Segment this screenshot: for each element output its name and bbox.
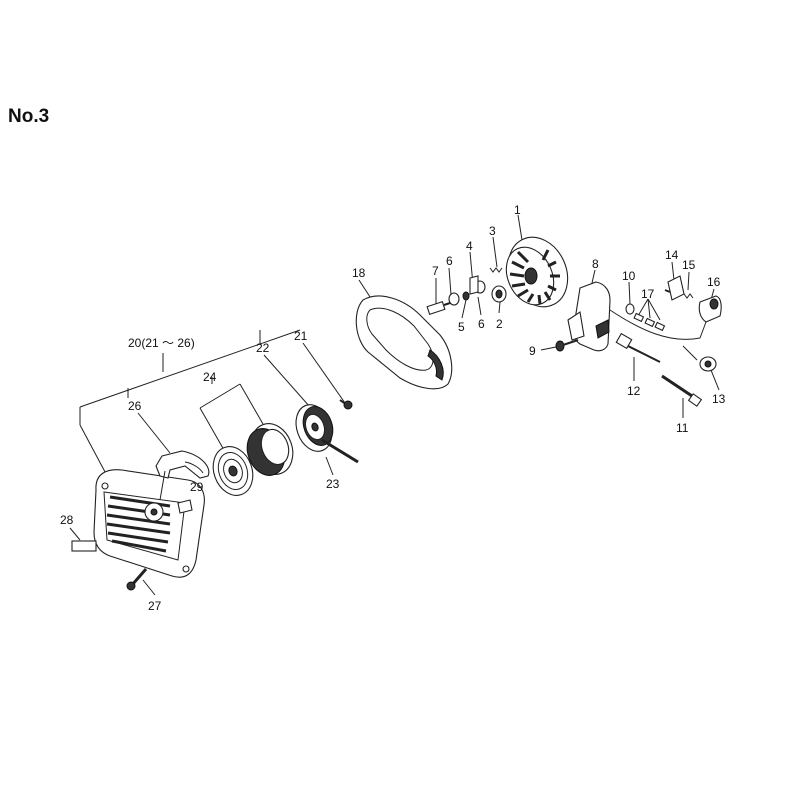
terminal-spring	[683, 293, 694, 299]
coil-bolt	[555, 339, 579, 352]
callout-23: 23	[326, 477, 340, 491]
stop-wire	[661, 374, 703, 407]
callout-6: 6	[478, 317, 485, 331]
flywheel-nut	[491, 285, 507, 303]
lead-wire	[615, 332, 661, 363]
callout-8: 8	[592, 257, 599, 271]
callout-11: 11	[676, 421, 689, 435]
plug-cap	[698, 295, 722, 323]
case-screw	[126, 568, 148, 591]
plug-terminal	[664, 275, 685, 301]
callout-7: 7	[432, 264, 439, 278]
pawl	[469, 275, 479, 295]
reel-screw	[339, 399, 353, 410]
flywheel	[505, 236, 569, 308]
callout-21: 21	[294, 329, 308, 343]
callout-13: 13	[712, 392, 726, 406]
callout-15: 15	[682, 258, 696, 272]
leader-lines	[69, 214, 720, 596]
callout-22: 22	[256, 341, 270, 355]
callout-1: 1	[514, 203, 521, 217]
rope-reel	[295, 404, 334, 452]
callout-26: 26	[128, 399, 142, 413]
callout-18: 18	[352, 266, 366, 280]
nut	[462, 291, 470, 301]
air-guide	[355, 295, 453, 390]
label-plate	[71, 540, 97, 552]
callout-3: 3	[489, 224, 496, 238]
callout-29: 29	[190, 480, 204, 494]
page-title: No.3	[8, 106, 50, 127]
callout-28: 28	[60, 513, 74, 527]
callout-27: 27	[148, 599, 162, 613]
callout-14: 14	[665, 248, 679, 262]
starter-case	[93, 469, 205, 578]
callout-16: 16	[707, 275, 721, 289]
callout-17: 17	[641, 287, 655, 301]
callout-24: 24	[203, 370, 217, 384]
callout-9: 9	[529, 344, 536, 358]
starter-rope	[321, 438, 359, 464]
callout-2: 2	[496, 317, 503, 331]
washer	[448, 292, 460, 306]
ignition-coil	[567, 281, 611, 352]
starter-handle	[155, 450, 210, 501]
pawl-spring	[489, 267, 503, 273]
spring-case	[246, 423, 294, 476]
recoil-spring	[212, 446, 254, 496]
callout-4: 4	[466, 239, 473, 253]
callout-labels: 20(21 ～ 26) 1 2 3 4 5 6 6 7 8 9 10 11 12…	[60, 203, 726, 613]
washer-small	[625, 303, 635, 315]
callout-5: 5	[458, 320, 465, 334]
callout-6: 6	[446, 254, 453, 268]
cable-clips	[633, 312, 666, 332]
grommet	[699, 356, 717, 372]
callout-12: 12	[627, 384, 641, 398]
group-label: 20(21 ～ 26)	[128, 336, 195, 350]
high-tension-wire	[609, 309, 707, 340]
callout-10: 10	[622, 269, 636, 283]
small-plate	[177, 499, 193, 514]
